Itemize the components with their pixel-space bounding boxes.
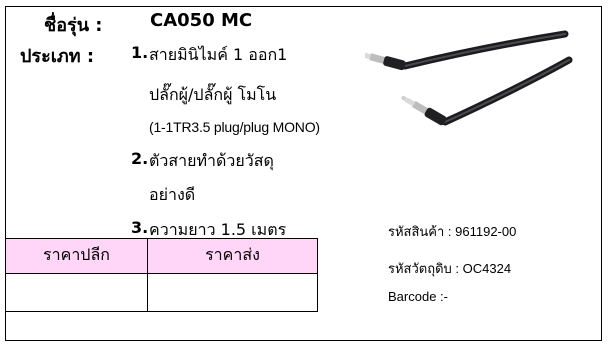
material-code: รหัสวัตถุดิบ : OC4324 (388, 261, 512, 276)
item-1-line-3: (1-1TR3.5 plug/plug MONO) (149, 119, 320, 135)
table-border-middle (5, 273, 318, 274)
item-1-line-1: สายมินิไมค์ 1 ออก1 (149, 45, 288, 64)
item-2-line-1: ตัวสายทำด้วยวัสดุ (149, 151, 274, 170)
audio-cable-photo-icon (365, 30, 573, 126)
price-header-wholesale: ราคาส่ง (148, 238, 317, 273)
item-3-line-1: ความยาว 1.5 เมตร (149, 220, 287, 239)
price-header-retail: ราคาปลีก (6, 238, 147, 273)
model-label: ชื่อรุ่น : (44, 15, 103, 36)
model-value: CA050 MC (150, 10, 253, 31)
table-column-divider (147, 238, 148, 311)
item-2-number: 2. (131, 149, 149, 168)
item-2-line-2: อย่างดี (149, 185, 196, 204)
item-1-number: 1. (131, 43, 149, 62)
table-border-bottom (5, 311, 318, 312)
retail-price-cell[interactable] (6, 273, 147, 311)
table-border-top (5, 238, 318, 239)
wholesale-price-cell[interactable] (148, 273, 317, 311)
item-1-line-2: ปลั๊กผู้/ปลั๊กผู้ โมโน (149, 85, 277, 104)
barcode: Barcode :- (388, 289, 448, 304)
item-3-number: 3. (131, 218, 149, 237)
table-border-right (317, 238, 318, 311)
type-label: ประเภท : (20, 46, 95, 67)
product-code: รหัสสินค้า : 961192-00 (388, 224, 517, 239)
product-card (5, 6, 602, 341)
